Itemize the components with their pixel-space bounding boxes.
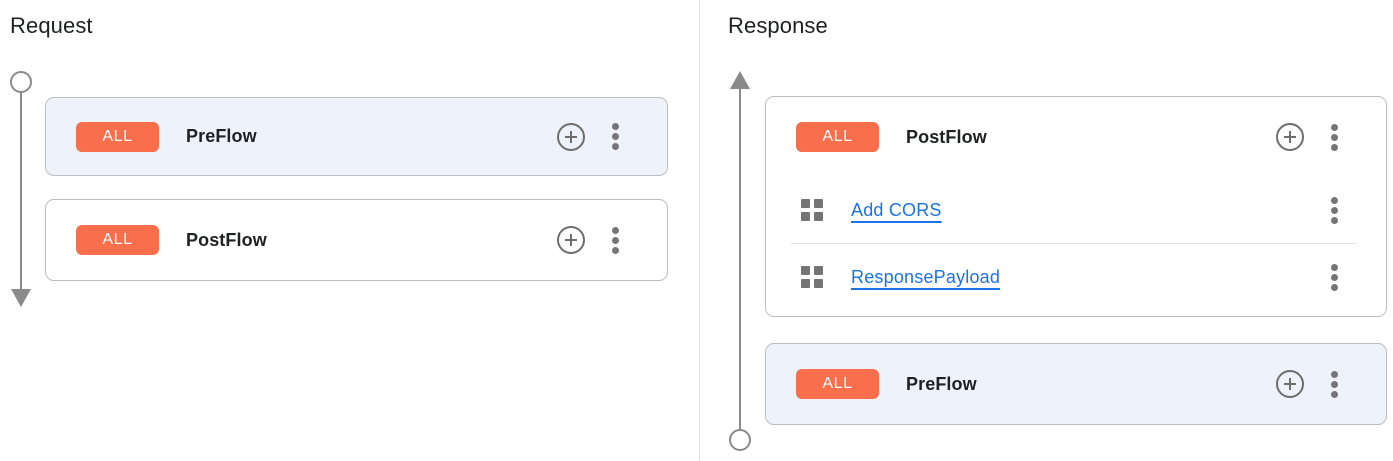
more-vert-icon (1331, 123, 1338, 151)
more-options-button[interactable] (1331, 263, 1338, 291)
timeline-end-circle-icon (729, 429, 751, 451)
response-postflow-card[interactable]: ALL PostFlow Add CORS (765, 96, 1387, 317)
panel-divider (699, 0, 700, 461)
request-panel-title: Request (10, 13, 93, 38)
flow-label: PostFlow (186, 229, 267, 250)
condition-badge: ALL (796, 122, 879, 152)
more-vert-icon (1331, 370, 1338, 398)
add-policy-button[interactable] (1275, 122, 1305, 152)
more-vert-icon (1331, 263, 1338, 291)
condition-badge: ALL (76, 225, 159, 255)
more-vert-icon (612, 123, 619, 150)
add-policy-button[interactable] (1275, 369, 1305, 399)
flow-label: PreFlow (186, 126, 257, 146)
add-policy-button[interactable] (556, 122, 586, 152)
flow-label: PreFlow (906, 373, 977, 394)
flow-label: PostFlow (906, 126, 987, 147)
policy-row-responsepayload: ResponsePayload (766, 244, 1386, 310)
response-flow-timeline (729, 71, 751, 451)
add-policy-button[interactable] (556, 225, 586, 255)
request-preflow-card[interactable]: ALL PreFlow (45, 97, 668, 176)
add-circle-icon (1276, 370, 1304, 398)
policy-row-add-cors: Add CORS (766, 177, 1386, 243)
condition-badge: ALL (76, 121, 159, 152)
policy-link-add-cors[interactable]: Add CORS (851, 199, 942, 220)
add-circle-icon (557, 122, 585, 151)
timeline-arrow-up-icon (730, 71, 750, 89)
more-options-button[interactable] (612, 123, 619, 150)
policy-row-divider (791, 243, 1356, 244)
request-flow-timeline (10, 71, 32, 307)
condition-badge: ALL (796, 369, 879, 399)
add-circle-icon (557, 226, 585, 254)
timeline-arrow-down-icon (11, 289, 31, 307)
more-vert-icon (612, 226, 619, 254)
more-options-button[interactable] (1331, 370, 1338, 398)
more-vert-icon (1331, 196, 1338, 224)
policy-link-responsepayload[interactable]: ResponsePayload (851, 266, 1001, 287)
timeline-start-circle-icon (10, 71, 32, 93)
more-options-button[interactable] (1331, 196, 1338, 224)
request-postflow-card[interactable]: ALL PostFlow (45, 199, 668, 281)
policy-grid-icon (801, 266, 823, 288)
more-options-button[interactable] (1331, 123, 1338, 151)
policy-grid-icon (801, 199, 823, 221)
response-panel-title: Response (728, 13, 828, 38)
more-options-button[interactable] (612, 226, 619, 254)
response-preflow-card[interactable]: ALL PreFlow (765, 343, 1387, 425)
add-circle-icon (1276, 123, 1304, 151)
